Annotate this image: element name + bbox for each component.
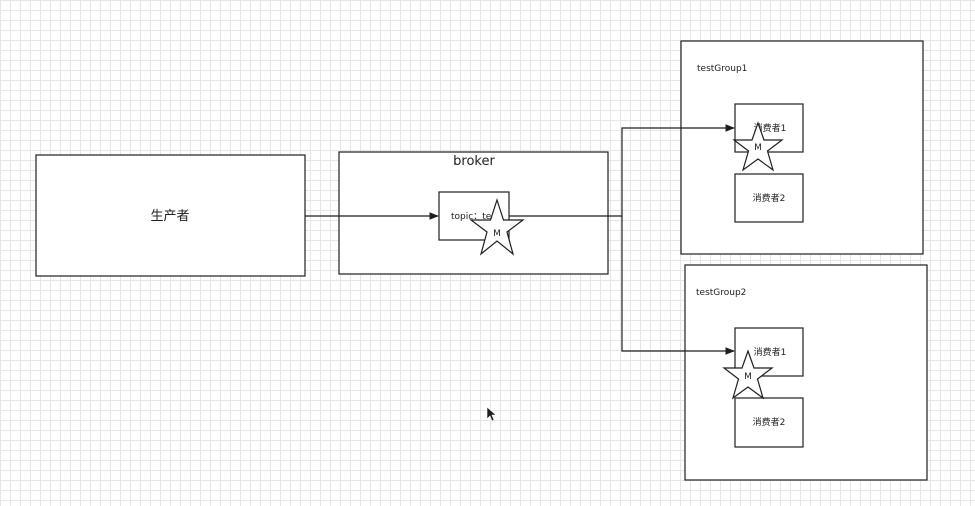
producer-node[interactable]: 生产者 bbox=[35, 154, 306, 277]
message-star-topic[interactable]: M bbox=[469, 198, 525, 256]
message-label: M bbox=[493, 229, 501, 239]
group2-consumer2-node[interactable]: 消费者2 bbox=[734, 397, 804, 448]
group2-title: testGroup2 bbox=[696, 288, 746, 298]
message-label: M bbox=[754, 143, 762, 153]
group1-consumer2-node[interactable]: 消费者2 bbox=[734, 173, 804, 223]
producer-label: 生产者 bbox=[150, 209, 189, 224]
message-label: M bbox=[744, 372, 752, 382]
cursor-arrow-icon bbox=[486, 406, 497, 422]
message-star-group2[interactable]: M bbox=[722, 349, 774, 400]
broker-label: broker bbox=[453, 154, 495, 169]
group2-consumer2-label: 消费者2 bbox=[753, 416, 786, 428]
edge-to-group2-consumer1 bbox=[621, 216, 735, 355]
edge-to-group1-consumer1 bbox=[621, 124, 735, 216]
group1-consumer1-label: 消费者1 bbox=[754, 122, 787, 134]
group1-title: testGroup1 bbox=[697, 64, 747, 74]
group1-consumer2-label: 消费者2 bbox=[753, 192, 786, 204]
message-star-group1[interactable]: M bbox=[732, 121, 784, 172]
consumer-group-2[interactable]: testGroup2 bbox=[684, 264, 928, 481]
group2-consumer1-label: 消费者1 bbox=[754, 346, 787, 358]
topic-label: topic：test bbox=[451, 212, 500, 222]
